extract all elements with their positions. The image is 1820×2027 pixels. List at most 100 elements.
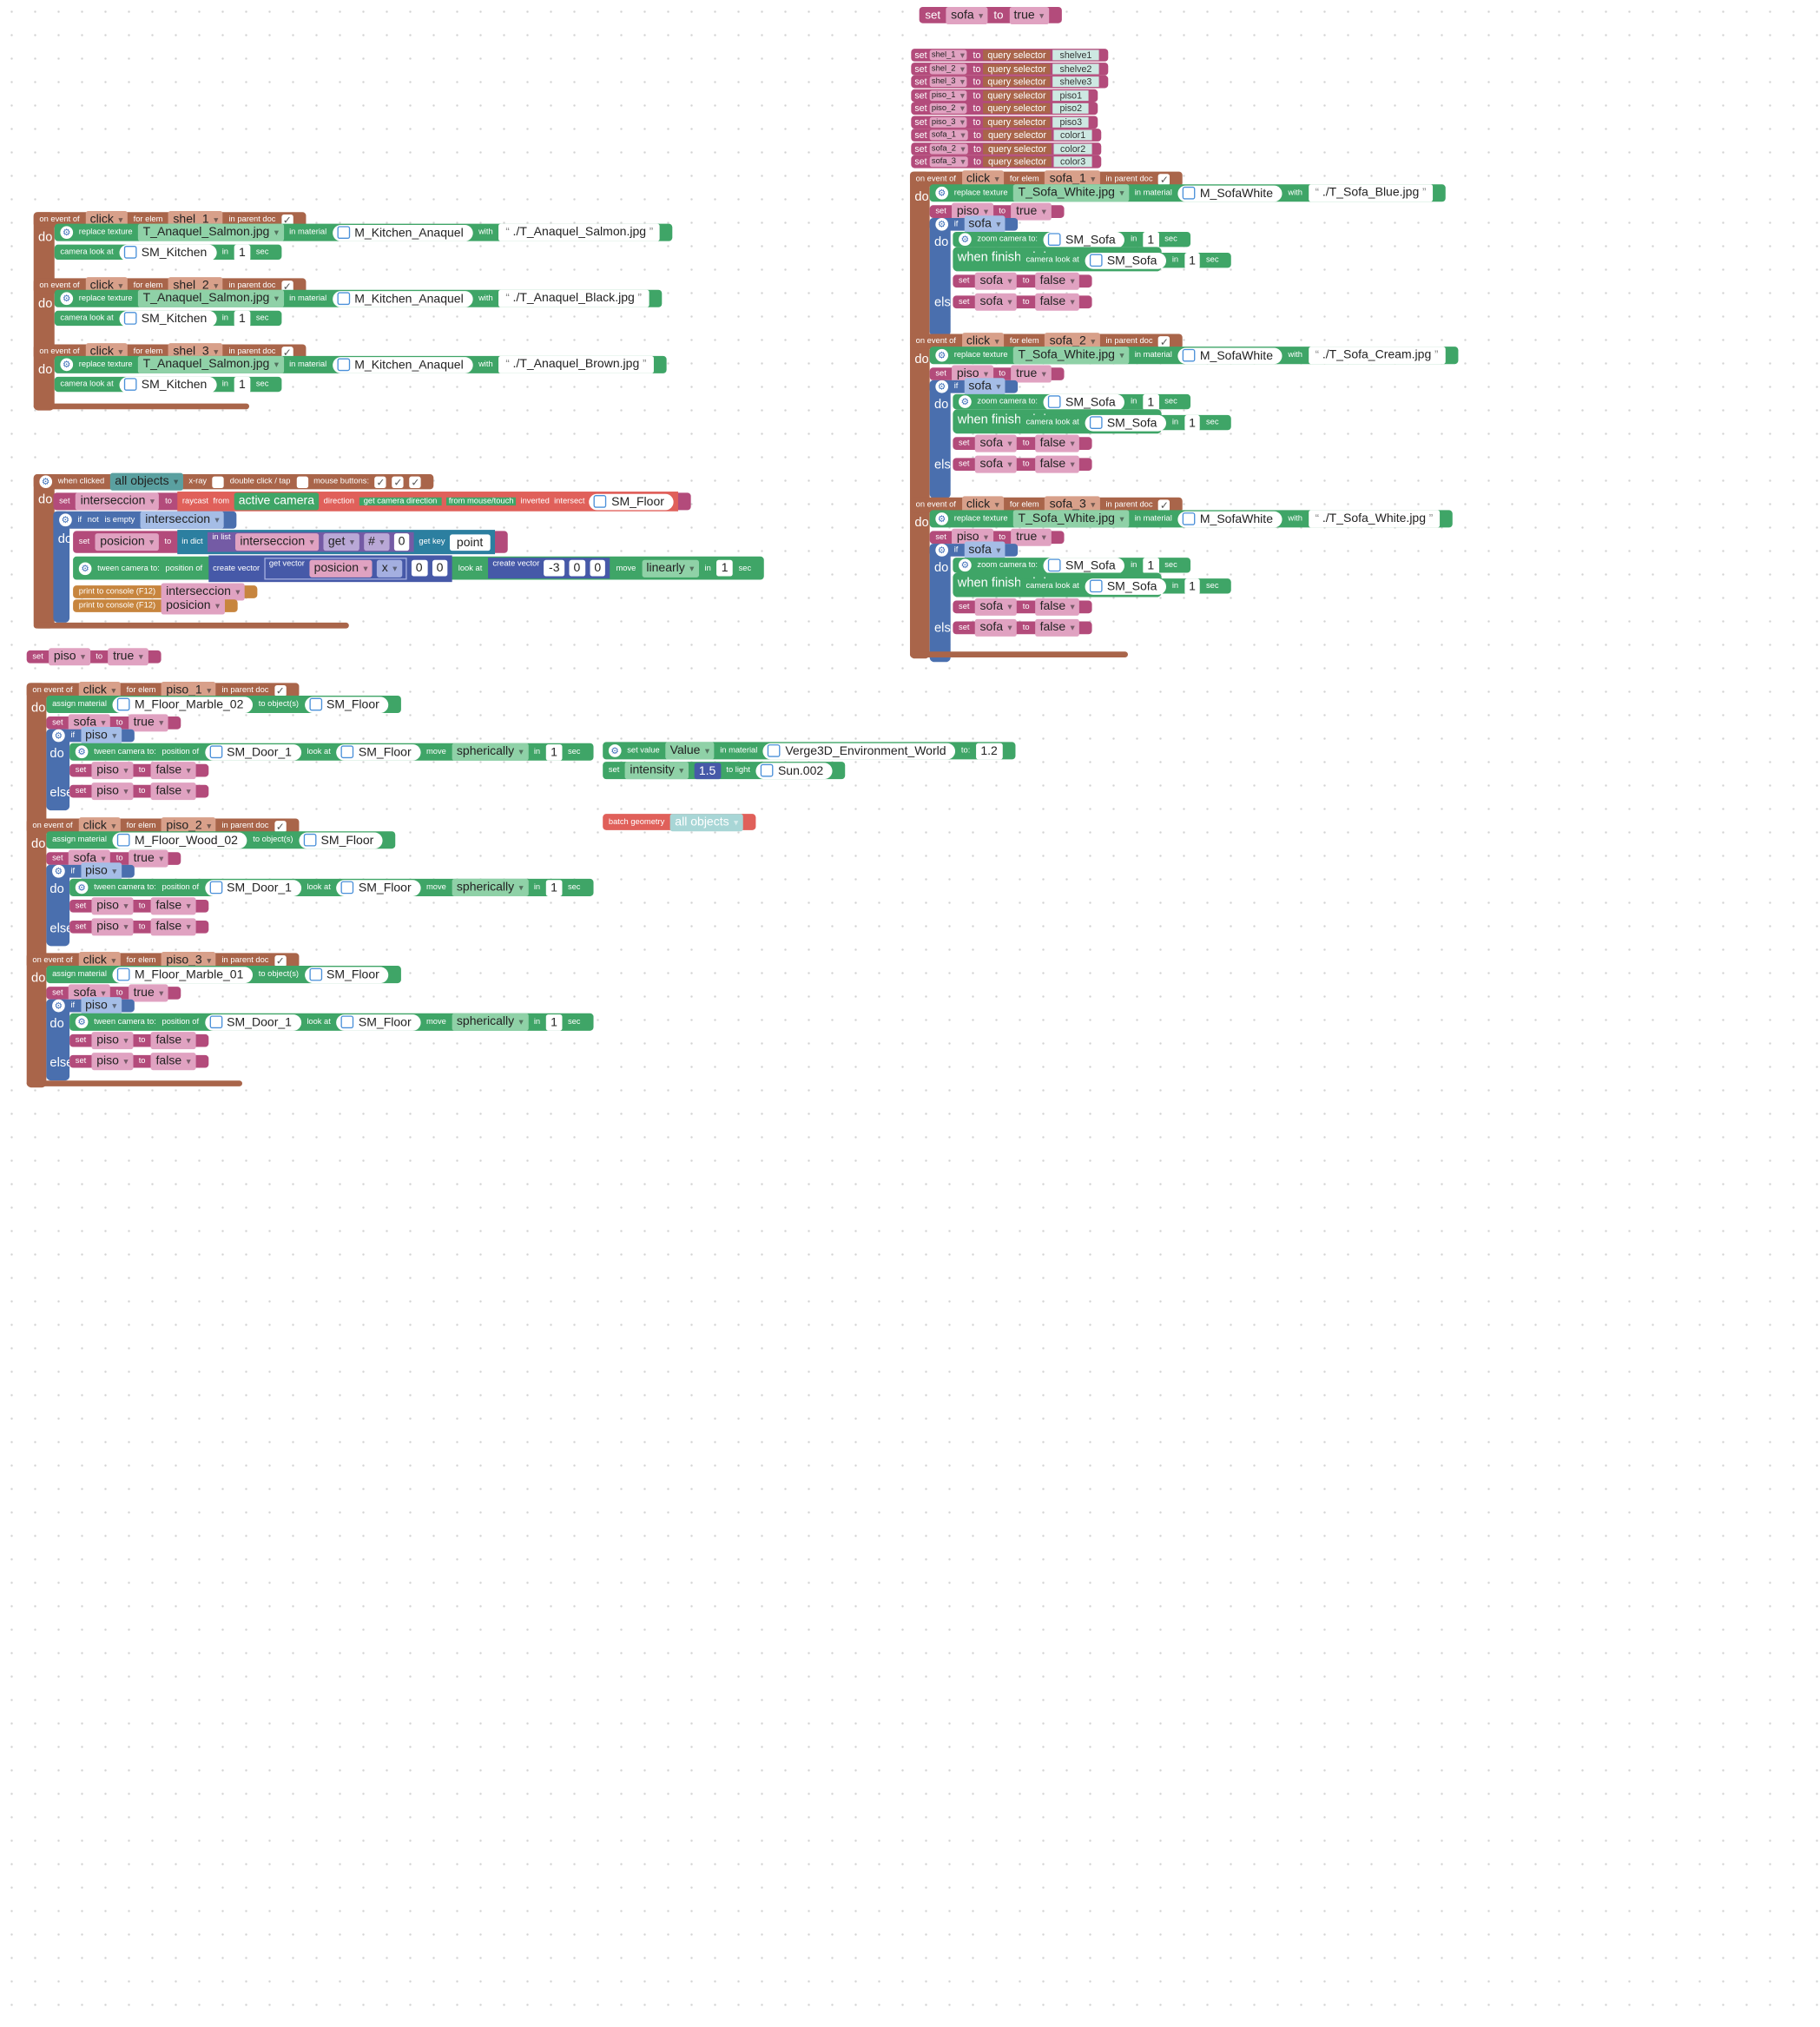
camera-direction-block[interactable]: get camera direction bbox=[359, 497, 442, 506]
gear-icon[interactable]: ⚙ bbox=[52, 729, 65, 743]
object-field[interactable]: SM_Kitchen bbox=[119, 310, 217, 327]
elem-dropdown[interactable]: sofa_3 bbox=[1045, 496, 1100, 514]
parent-doc-checkbox[interactable]: ✓ bbox=[274, 954, 287, 967]
set-sofa-false-block[interactable]: setsofatofalse bbox=[953, 293, 1092, 311]
gear-icon[interactable]: ⚙ bbox=[75, 745, 89, 759]
set-piso-block[interactable]: setpisototrue bbox=[929, 365, 1064, 383]
bool-dropdown[interactable]: true bbox=[129, 984, 168, 1002]
objects-dropdown[interactable]: all objects bbox=[109, 472, 183, 491]
elem-dropdown[interactable]: sofa_2 bbox=[1045, 333, 1100, 351]
var-dropdown[interactable]: posicion bbox=[161, 597, 225, 615]
query-selector-block[interactable]: query selector bbox=[983, 63, 1051, 74]
set-piso-false-block[interactable]: setpisotofalse bbox=[69, 918, 208, 936]
gear-icon[interactable]: ⚙ bbox=[39, 475, 53, 489]
set-sofa-false-block[interactable]: setsofatofalse bbox=[953, 455, 1092, 473]
get-mode-dropdown[interactable]: get bbox=[323, 533, 359, 551]
bool-dropdown[interactable]: false bbox=[151, 1032, 196, 1050]
set-sofa-true-block[interactable]: setsofatotrue bbox=[46, 849, 181, 868]
var-dropdown[interactable]: sofa bbox=[975, 293, 1018, 311]
gear-icon[interactable]: ⚙ bbox=[60, 292, 74, 306]
parent-doc-checkbox[interactable]: ✓ bbox=[274, 820, 287, 832]
gear-icon[interactable]: ⚙ bbox=[52, 864, 65, 878]
move-mode-dropdown[interactable]: spherically bbox=[452, 878, 529, 896]
var-dropdown[interactable]: piso bbox=[80, 997, 122, 1015]
var-dropdown[interactable]: piso_3 bbox=[929, 116, 967, 128]
bool-dropdown[interactable]: false bbox=[1035, 293, 1080, 311]
gear-icon[interactable]: ⚙ bbox=[959, 395, 972, 408]
seconds-field[interactable]: 1 bbox=[545, 1014, 563, 1031]
object-field[interactable]: SM_Floor bbox=[304, 966, 389, 983]
vector-y-field[interactable]: 0 bbox=[569, 559, 585, 577]
file-path-field[interactable]: “ ./T_Sofa_Blue.jpg ” bbox=[1308, 184, 1434, 202]
texture-dropdown[interactable]: T_Sofa_White.jpg bbox=[1013, 347, 1130, 365]
var-dropdown[interactable]: sofa_3 bbox=[929, 156, 968, 168]
set-interseccion-block[interactable]: setintersecciontoraycastfromactive camer… bbox=[53, 492, 691, 512]
texture-dropdown[interactable]: T_Anaquel_Salmon.jpg bbox=[138, 355, 284, 373]
object-field[interactable]: SM_Door_1 bbox=[204, 1014, 301, 1031]
gear-icon[interactable]: ⚙ bbox=[78, 561, 92, 575]
xray-checkbox[interactable] bbox=[212, 476, 225, 488]
string-field[interactable]: color2 bbox=[1053, 142, 1093, 154]
mouse-right-checkbox[interactable]: ✓ bbox=[409, 476, 422, 488]
file-path-field[interactable]: “ ./T_Anaquel_Salmon.jpg ” bbox=[498, 223, 661, 241]
gear-icon[interactable]: ⚙ bbox=[935, 512, 949, 525]
bool-dropdown[interactable]: false bbox=[151, 762, 196, 780]
seconds-field[interactable]: 1 bbox=[1143, 393, 1159, 410]
set-piso-false-block[interactable]: setpisotofalse bbox=[69, 897, 208, 915]
var-dropdown[interactable]: piso_2 bbox=[929, 102, 967, 114]
string-field[interactable]: color1 bbox=[1053, 129, 1093, 141]
seconds-field[interactable]: 1 bbox=[1143, 231, 1159, 248]
parent-doc-checkbox[interactable]: ✓ bbox=[1158, 173, 1170, 185]
gear-icon[interactable]: ⚙ bbox=[75, 881, 89, 895]
set-value-block[interactable]: ⚙set valueValuein materialVerge3D_Enviro… bbox=[603, 742, 1015, 760]
material-field[interactable]: M_Floor_Wood_02 bbox=[112, 831, 247, 848]
string-field[interactable]: shelve3 bbox=[1052, 76, 1099, 88]
gear-icon[interactable]: ⚙ bbox=[935, 544, 949, 557]
query-selector-block[interactable]: query selector bbox=[983, 50, 1051, 61]
set-piso-false-block[interactable]: setpisotofalse bbox=[69, 1053, 208, 1071]
texture-dropdown[interactable]: T_Sofa_White.jpg bbox=[1013, 510, 1130, 528]
material-field[interactable]: M_SofaWhite bbox=[1177, 184, 1283, 201]
seconds-field[interactable]: 1 bbox=[716, 559, 733, 577]
var-dropdown[interactable]: sofa_1 bbox=[929, 129, 968, 141]
file-path-field[interactable]: “ ./T_Anaquel_Brown.jpg ” bbox=[498, 355, 654, 373]
vector-x-field[interactable]: -3 bbox=[544, 559, 564, 577]
object-field[interactable]: SM_Sofa bbox=[1085, 414, 1167, 431]
intensity-field[interactable]: 1.5 bbox=[694, 762, 721, 779]
object-field[interactable]: SM_Kitchen bbox=[119, 244, 217, 261]
var-dropdown[interactable]: piso bbox=[91, 897, 134, 915]
material-field[interactable]: M_Kitchen_Anaquel bbox=[332, 224, 473, 241]
value-dropdown[interactable]: Value bbox=[665, 742, 715, 760]
gear-icon[interactable]: ⚙ bbox=[959, 558, 972, 572]
key-field[interactable]: point bbox=[449, 533, 491, 551]
bool-dropdown[interactable]: false bbox=[1035, 618, 1080, 637]
object-field[interactable]: SM_Floor bbox=[336, 1014, 421, 1031]
elem-dropdown[interactable]: piso_3 bbox=[162, 952, 216, 970]
object-field[interactable]: SM_Floor bbox=[336, 879, 421, 896]
material-field[interactable]: Verge3D_Environment_World bbox=[762, 743, 956, 759]
var-dropdown[interactable]: interseccion bbox=[76, 492, 160, 511]
object-field[interactable]: SM_Sofa bbox=[1043, 393, 1125, 410]
gear-icon[interactable]: ⚙ bbox=[935, 186, 949, 200]
set-sofa-false-block[interactable]: setsofatofalse bbox=[953, 272, 1092, 290]
seconds-field[interactable]: 1 bbox=[234, 244, 251, 261]
list-get-block[interactable]: in listinterseccionget#0 bbox=[208, 532, 415, 552]
